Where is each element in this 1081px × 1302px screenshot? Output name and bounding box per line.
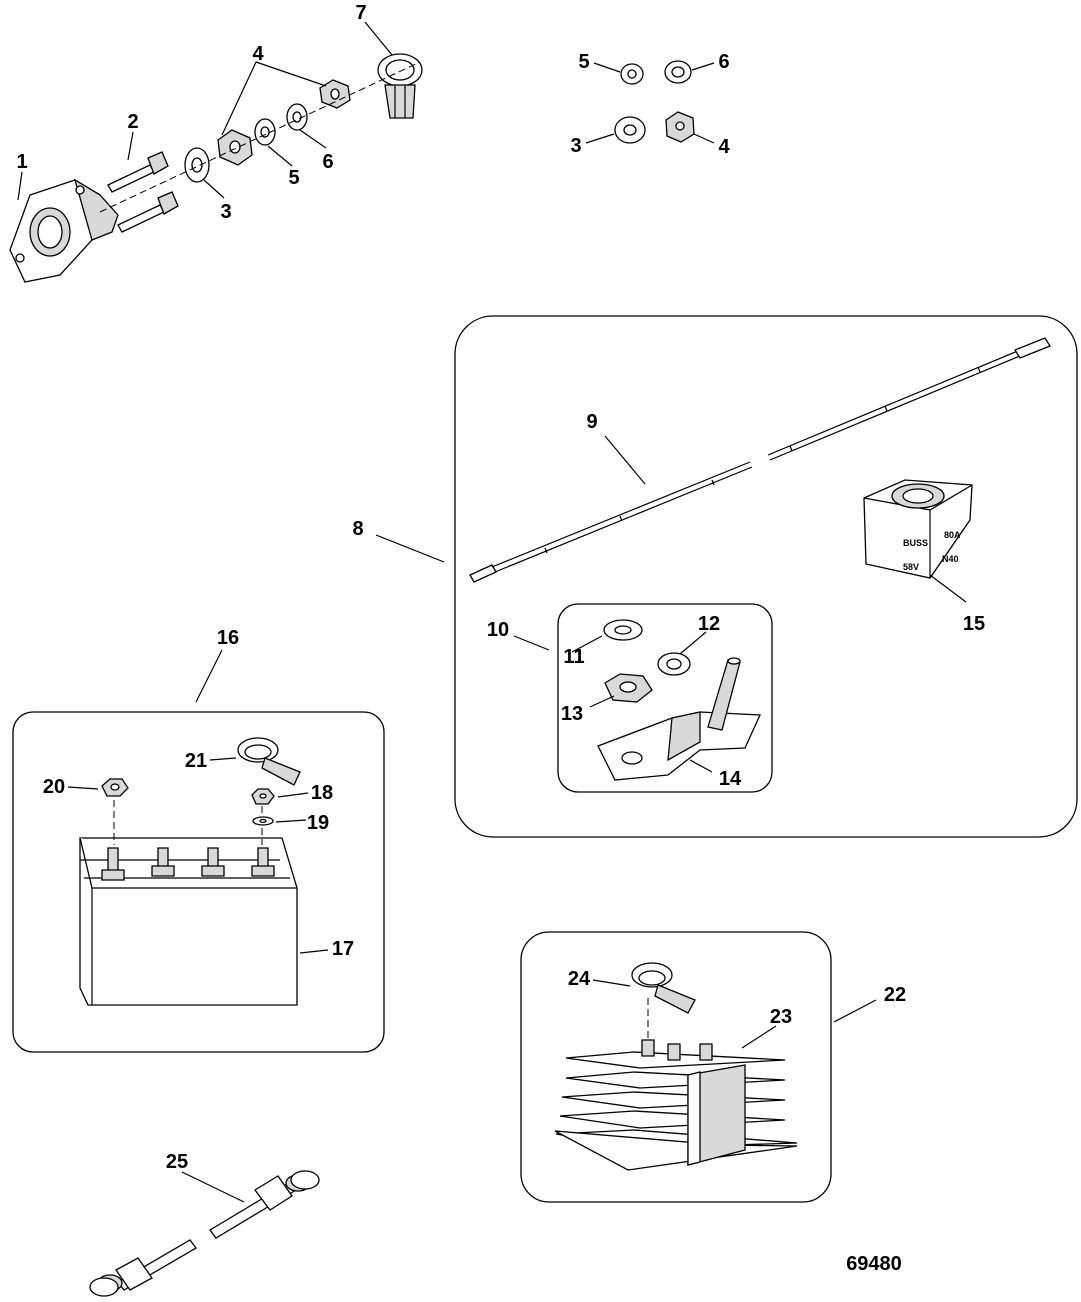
part-6-lockwasher [286, 103, 308, 131]
callout-2: 2 [127, 111, 138, 133]
callout-20: 20 [43, 776, 65, 798]
callout-19: 19 [307, 812, 329, 834]
callout-right-5: 5 [578, 51, 589, 73]
callout-21: 21 [185, 750, 207, 772]
hardware-nut-4 [665, 111, 695, 143]
part-1-bracket [9, 178, 119, 283]
callout-3: 3 [220, 201, 231, 223]
callout-right-3: 3 [570, 135, 581, 157]
callout-9: 9 [586, 411, 597, 433]
callout-12: 12 [698, 613, 720, 635]
callout-1: 1 [16, 151, 27, 173]
part-23-heatsink [554, 1039, 798, 1171]
callout-6: 6 [322, 151, 333, 173]
hardware-washer-5 [620, 63, 644, 85]
callout-22: 22 [884, 984, 906, 1006]
kit-16-box [12, 711, 385, 1053]
kit-22-box [520, 931, 832, 1203]
part-18-nut [251, 788, 275, 805]
part-24-terminal [631, 962, 696, 1014]
fuse-brand-text: BUSS [903, 538, 928, 548]
hardware-lockwasher-6 [664, 60, 692, 84]
part-4-nut [217, 79, 351, 166]
fuse-model-text: N40 [942, 554, 959, 564]
callout-7: 7 [355, 2, 366, 24]
part-11-washer [603, 619, 643, 641]
callout-right-4: 4 [718, 136, 730, 158]
callout-17: 17 [332, 938, 354, 960]
part-3-washer [184, 147, 210, 183]
part-25-jumper-cable [89, 1170, 320, 1297]
part-13-nut [604, 673, 653, 703]
callout-11: 11 [563, 646, 584, 668]
hardware-washer-3 [614, 116, 646, 144]
callout-4: 4 [252, 43, 264, 65]
part-12-lockwasher [657, 652, 691, 676]
part-5-washer [254, 118, 276, 146]
callout-15: 15 [963, 613, 985, 635]
part-20-nut [101, 778, 129, 797]
kit-8-box [454, 315, 1078, 838]
fuse-amps-text: 80A [944, 530, 961, 540]
callout-18: 18 [311, 782, 333, 804]
part-2-bolts [107, 151, 179, 233]
part-9-cable [469, 337, 1051, 583]
callout-16: 16 [217, 627, 239, 649]
callout-24: 24 [568, 968, 591, 990]
callout-25: 25 [166, 1151, 188, 1173]
callout-14: 14 [719, 768, 742, 790]
part-14-stud-bracket [597, 657, 761, 781]
callout-8: 8 [352, 518, 363, 540]
callout-right-6: 6 [718, 51, 729, 73]
callout-23: 23 [770, 1006, 792, 1028]
part-7-terminal [377, 53, 423, 119]
part-15-fuse: BUSS 80A 58V N40 [863, 479, 973, 579]
part-17-isolator [79, 837, 298, 1006]
kit-10-box [557, 603, 773, 793]
part-21-terminal [237, 737, 301, 786]
callout-10: 10 [487, 619, 509, 641]
part-19-washer [252, 816, 274, 826]
diagram-number: 69480 [846, 1253, 902, 1275]
callout-5: 5 [288, 167, 299, 189]
callout-13: 13 [561, 703, 583, 725]
fuse-volts-text: 58V [903, 562, 919, 572]
